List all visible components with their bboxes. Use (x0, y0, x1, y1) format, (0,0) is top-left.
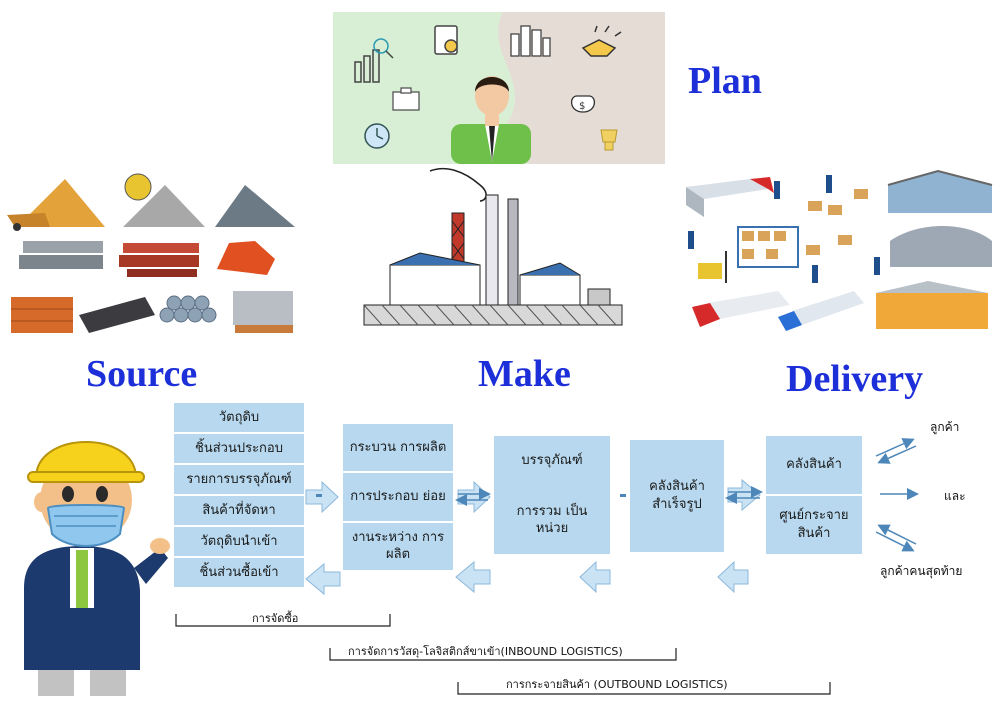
customer-label-bottom: ลูกค้าคนสุดท้าย (880, 564, 963, 578)
flow-item: วัตถุดิบ (174, 403, 304, 434)
flow-col-materials: วัตถุดิบ ชิ้นส่วนประกอบ รายการบรรจุภัณฑ์… (174, 403, 304, 587)
flow-item: กระบวน การผลิต (343, 424, 453, 474)
arrow-return (305, 562, 341, 596)
businessman-icon (451, 76, 531, 164)
flow-item: วัตถุดิบนำเข้า (174, 527, 304, 558)
warehouse-icon (876, 169, 993, 329)
delivery-title: Delivery (786, 358, 924, 400)
flow-item: คลังสินค้า (766, 436, 862, 496)
flow-col-distribution: คลังสินค้า ศูนย์กระจาย สินค้า (766, 436, 862, 554)
outbound-logistics-label: การกระจายสินค้า (OUTBOUND LOGISTICS) (506, 678, 728, 691)
plan-illustration: $ (333, 12, 665, 164)
flow-col-packaging: บรรจุภัณฑ์ การรวม เป็นหน่วย (494, 436, 610, 554)
truck-icon (692, 291, 790, 327)
source-title: Source (86, 353, 198, 395)
delivery-illustration (678, 165, 996, 345)
flow-item: ชิ้นส่วนซื้อเข้า (199, 564, 279, 580)
plan-title: Plan (688, 60, 762, 102)
arrow-forward (727, 478, 761, 512)
trophy-icon (600, 129, 618, 151)
truck-icon (686, 177, 774, 217)
arrow-return (579, 560, 611, 594)
customer-label-top: ลูกค้า (930, 420, 960, 434)
flow-item: บรรจุภัณฑ์ (521, 453, 583, 469)
arrow-to-customer (875, 438, 915, 457)
flow-col-finished-goods: คลังสินค้า สำเร็จรูป (630, 440, 724, 552)
construction-worker-character (0, 408, 172, 700)
customer-label-middle: และ (944, 489, 966, 503)
truck-icon (778, 291, 864, 331)
chart-icon (354, 38, 394, 83)
bracket-inbound (329, 648, 677, 661)
procurement-label: การจัดซื้อ (252, 612, 299, 625)
bracket-procurement (175, 614, 391, 627)
briefcase-icon (392, 87, 420, 111)
flow-item: สินค้าที่จัดหา (174, 496, 304, 527)
handshake-icon (581, 25, 622, 57)
clock-icon (364, 123, 390, 149)
arrow-to-customer (877, 524, 917, 545)
flow-item: ศูนย์กระจาย สินค้า (779, 508, 849, 541)
bracket-outbound (457, 682, 831, 695)
flow-item: การรวม เป็นหน่วย (516, 503, 588, 537)
flow-item: งานระหว่าง การผลิต (351, 529, 445, 563)
make-title: Make (478, 353, 571, 395)
money-bag-icon: $ (571, 95, 595, 113)
forklift-icon (698, 251, 727, 283)
arrow-return (717, 560, 749, 594)
flow-item: ชิ้นส่วนประกอบ (174, 434, 304, 465)
svg-text:$: $ (579, 101, 585, 112)
factory-icon (360, 165, 630, 345)
flow-col-production: กระบวน การผลิต การประกอบ ย่อย งานระหว่าง… (343, 424, 453, 570)
arrow-return (455, 560, 491, 594)
city-icon (510, 25, 551, 57)
arrow-forward (457, 480, 491, 514)
worker-icon (688, 175, 880, 283)
flow-item: รายการบรรจุภัณฑ์ (174, 465, 304, 496)
arrow-to-customer (877, 445, 917, 464)
document-icon (434, 25, 458, 55)
arrow-to-customer (875, 531, 915, 552)
flow-item: การประกอบ ย่อย (343, 473, 453, 523)
inbound-logistics-label: การจัดการวัสดุ-โลจิสติกส์ขาเข้า(INBOUND … (348, 645, 623, 658)
source-materials-illustration (5, 165, 305, 340)
flow-item: คลังสินค้า สำเร็จรูป (649, 479, 705, 512)
